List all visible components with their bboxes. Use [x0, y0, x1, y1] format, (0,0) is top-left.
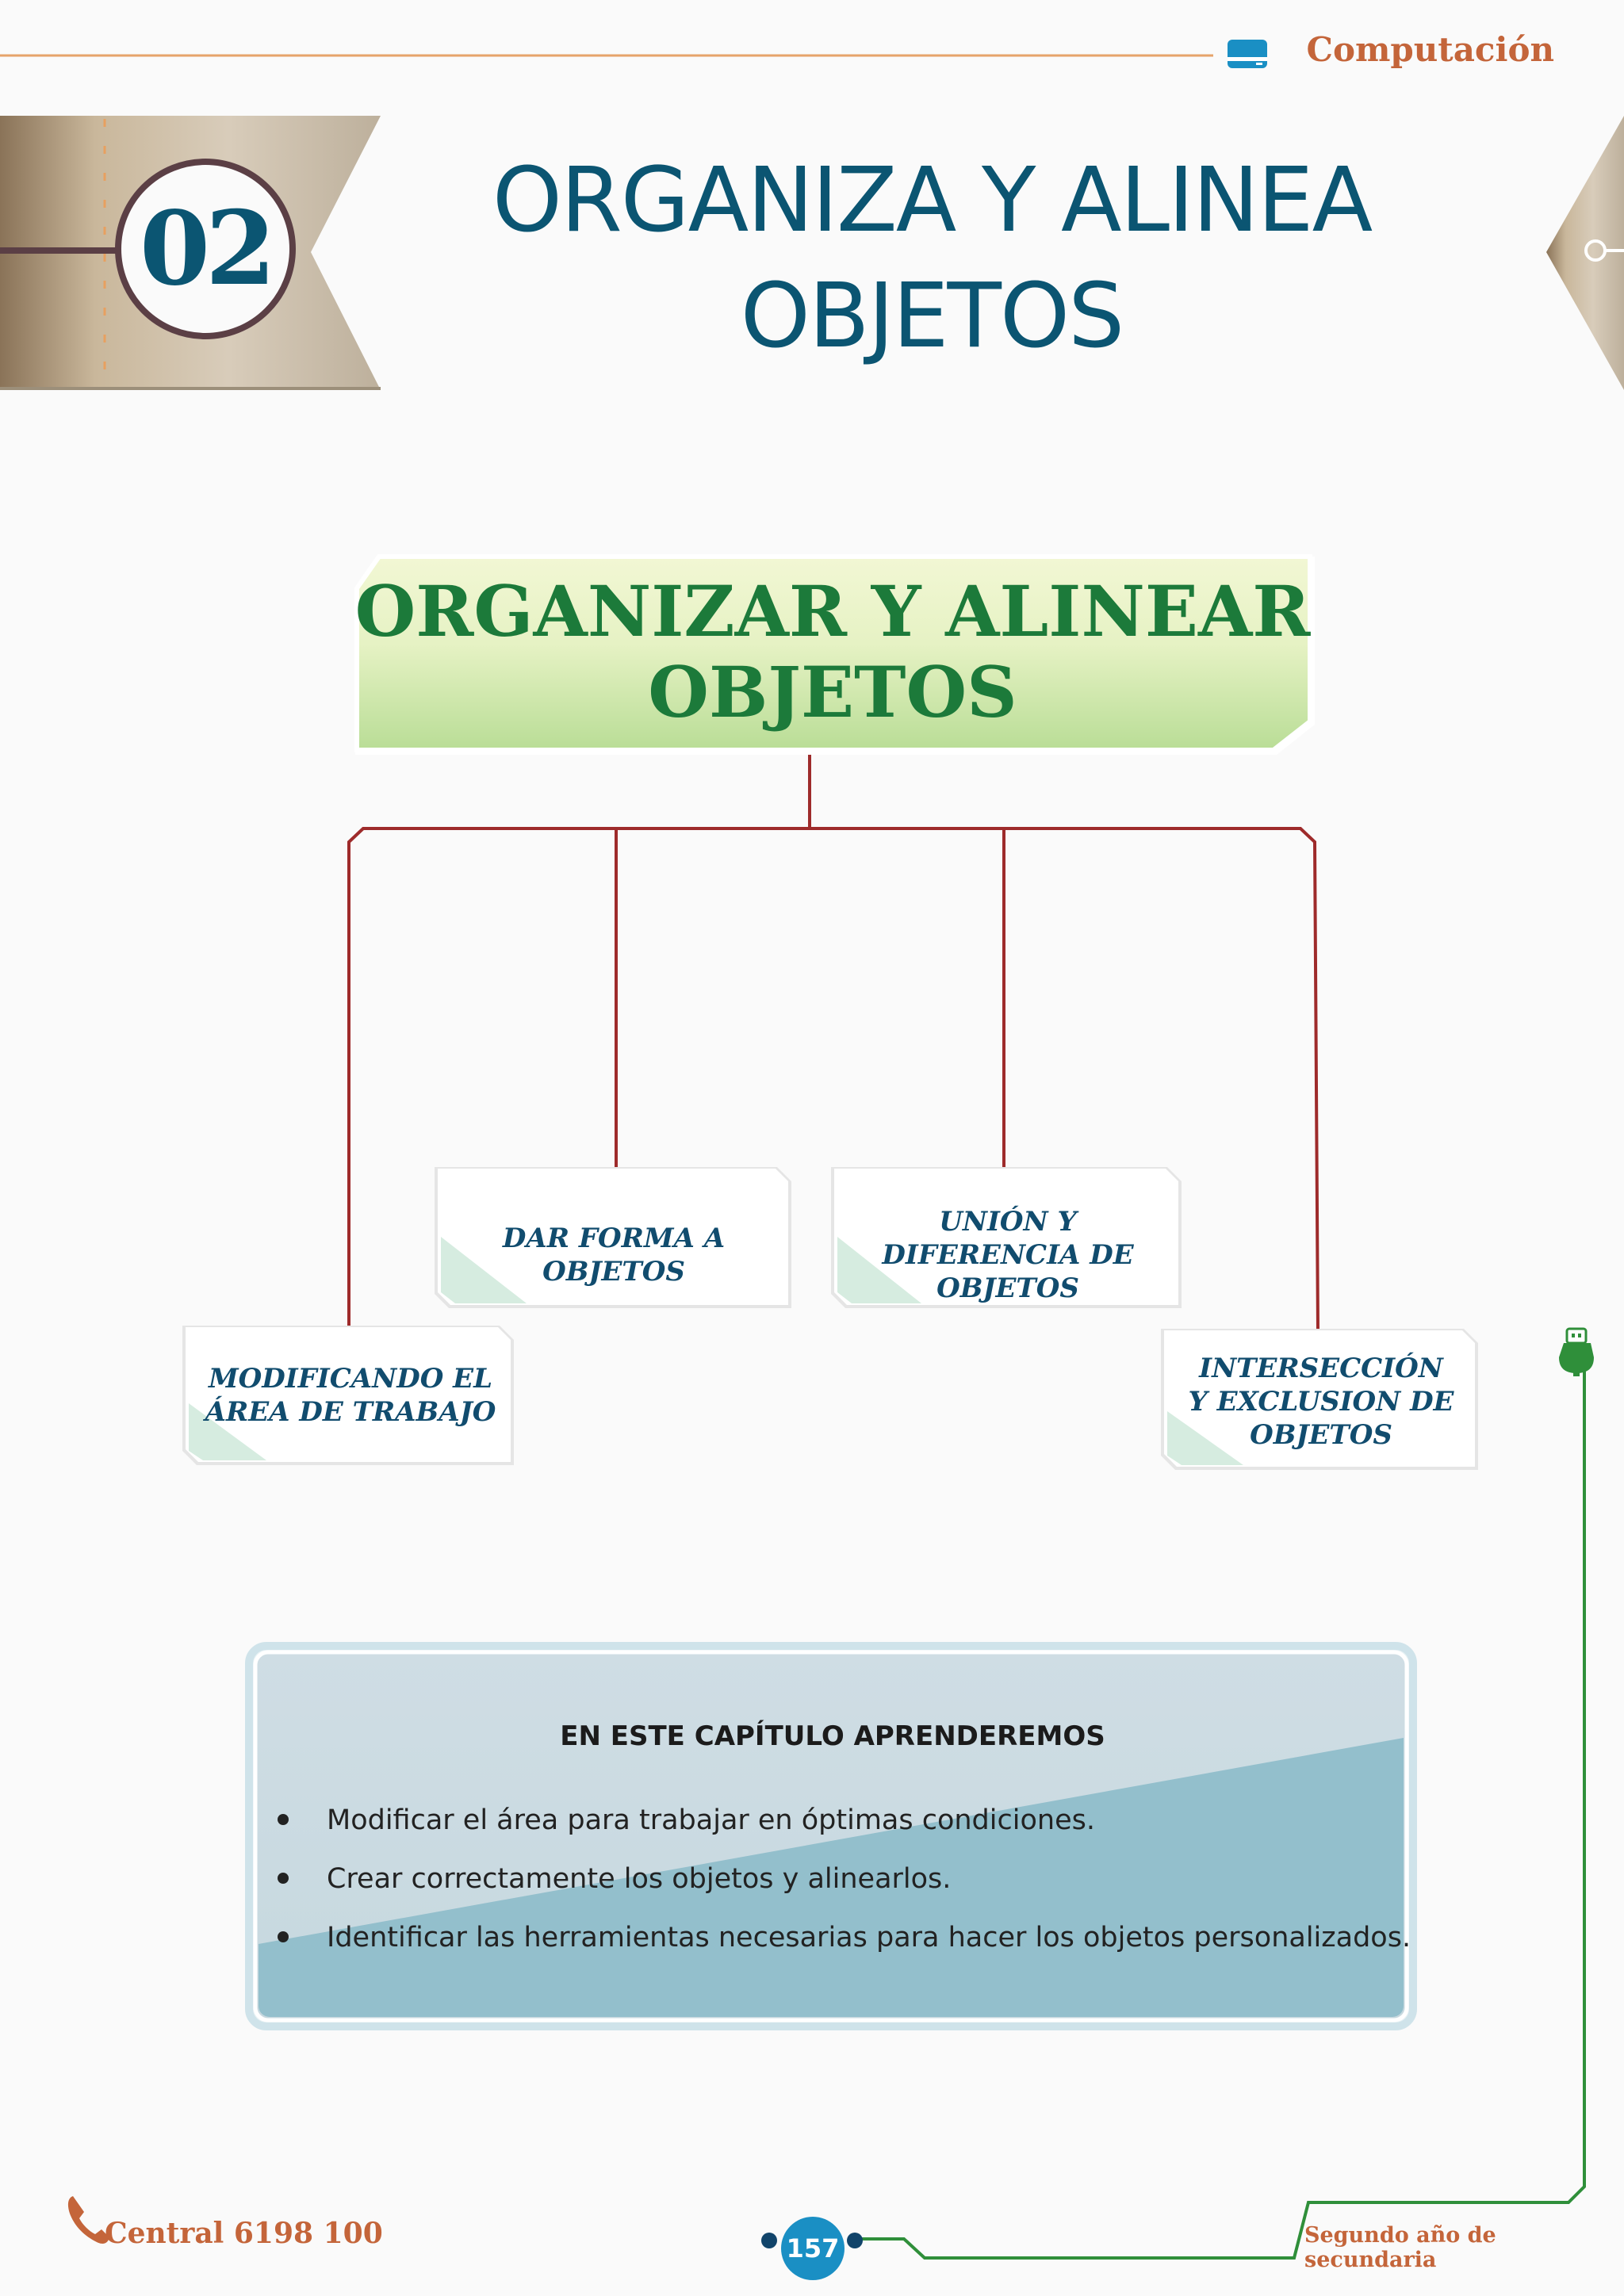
main-concept-title: ORGANIZAR Y ALINEAR OBJETOS: [349, 571, 1316, 733]
sub-box-label-2: DAR FORMA A OBJETOS: [441, 1222, 787, 1288]
phone-icon: [67, 2196, 109, 2244]
main-concept-line2: OBJETOS: [648, 651, 1017, 733]
usb-icon: [1559, 1327, 1594, 1376]
sub-box-1: [182, 1326, 514, 1465]
sub-box-4-line1: INTERSECCIÓN: [1199, 1353, 1443, 1384]
sub-box-3-line1: UNIÓN Y DIFERENCIA DE: [882, 1206, 1134, 1271]
chapter-title-line2: OBJETOS: [740, 265, 1124, 368]
learn-bullet-text: Modificar el área para trabajar en óptim…: [327, 1804, 1095, 1836]
sub-box-1-line2: ÁREA DE TRABAJO: [205, 1396, 496, 1428]
sub-box-label-4: INTERSECCIÓN Y EXCLUSION DE OBJETOS: [1167, 1352, 1475, 1452]
learn-box: [245, 1642, 1417, 2030]
page-dot-left: [761, 2233, 777, 2248]
learn-bullet-text: Crear correctamente los objetos y alinea…: [327, 1863, 952, 1895]
sub-box-label-1: MODIFICANDO EL ÁREA DE TRABAJO: [190, 1362, 511, 1429]
learn-bullet-text: Identificar las herramientas necesarias …: [327, 1922, 1411, 1954]
sub-box-2: [435, 1167, 791, 1308]
page-number: 157: [781, 2217, 845, 2280]
sub-box-4-line3: OBJETOS: [1250, 1419, 1392, 1451]
sub-box-3: [831, 1167, 1182, 1308]
sub-box-1-line1: MODIFICANDO EL: [209, 1363, 492, 1395]
sub-box-label-3: UNIÓN Y DIFERENCIA DE OBJETOS: [837, 1205, 1178, 1305]
right-edge-banner: [1546, 116, 1624, 390]
sub-box-2-line1: DAR FORMA A OBJETOS: [502, 1223, 726, 1288]
disk-drive-icon: [1228, 40, 1267, 68]
footer-grade: Segundo año de secundaria: [1304, 2223, 1496, 2272]
bullet-dot: [278, 1814, 289, 1825]
header-subject: Computación: [1306, 30, 1554, 69]
main-concept-box: [354, 554, 1315, 755]
connector-lines: [347, 755, 1320, 1333]
chapter-title-line1: ORGANIZA Y ALINEA: [492, 149, 1373, 252]
bullet-dot: [278, 1873, 289, 1884]
chapter-number-badge: 02: [115, 159, 296, 339]
circuit-line: [855, 1364, 1586, 2260]
chapter-title: ORGANIZA Y ALINEA OBJETOS: [444, 143, 1419, 374]
sub-box-4: [1161, 1329, 1478, 1470]
page-dot-right: [847, 2233, 863, 2248]
learn-box-heading: EN ESTE CAPÍTULO APRENDEREMOS: [560, 1720, 1105, 1752]
footer-phone: Central 6198 100: [105, 2217, 383, 2250]
sub-box-4-line2: Y EXCLUSION DE: [1188, 1386, 1454, 1418]
main-concept-line1: ORGANIZAR Y ALINEAR: [354, 570, 1311, 652]
sub-box-3-line2: OBJETOS: [936, 1272, 1079, 1304]
bullet-dot: [278, 1931, 289, 1942]
